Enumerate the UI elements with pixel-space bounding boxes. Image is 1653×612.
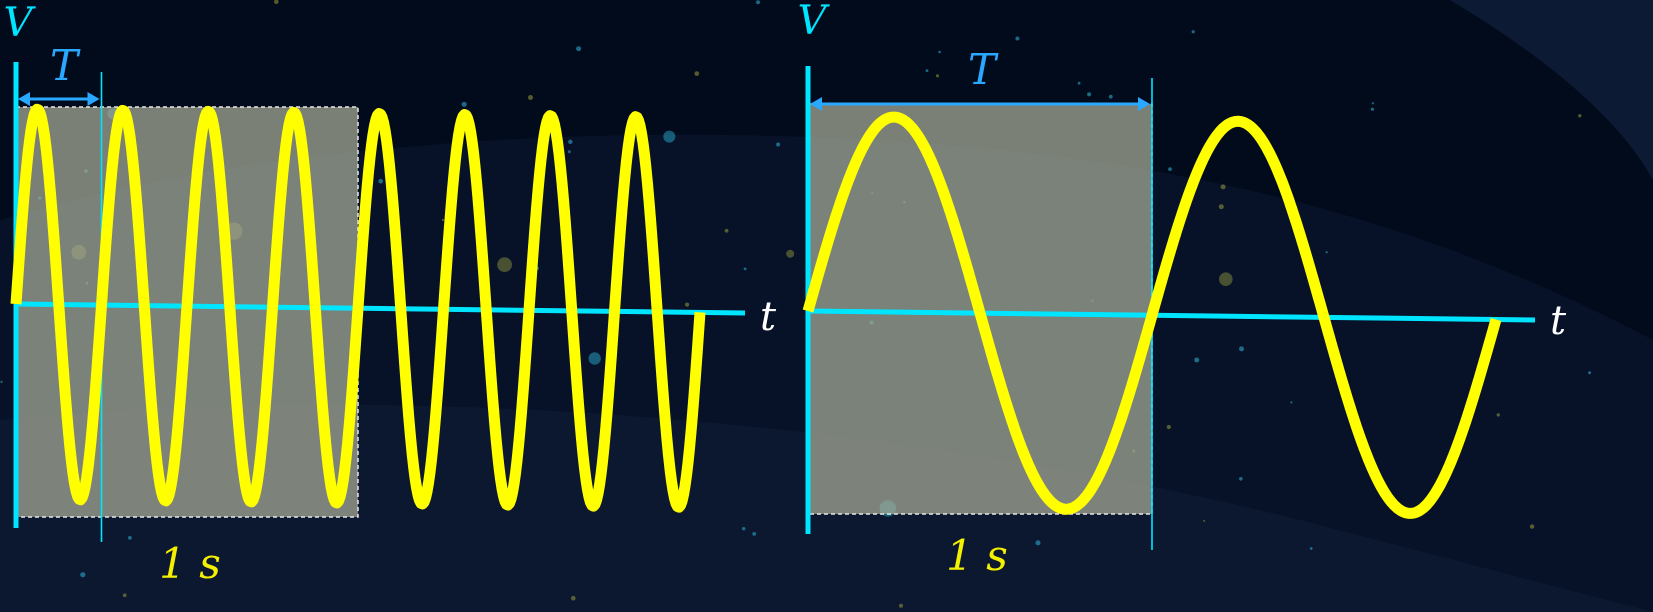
star <box>1108 94 1113 99</box>
star <box>497 257 512 273</box>
star <box>752 532 757 536</box>
star <box>1588 371 1592 375</box>
star <box>1290 401 1293 404</box>
star <box>1578 114 1582 118</box>
star <box>588 352 601 365</box>
star <box>1496 413 1501 417</box>
star <box>694 71 700 76</box>
star <box>1220 184 1226 190</box>
star <box>1015 36 1020 41</box>
star <box>441 218 444 222</box>
star <box>743 267 747 271</box>
star <box>1218 204 1224 210</box>
star <box>1371 102 1374 105</box>
star <box>938 50 941 54</box>
one-second-label: 1 s <box>159 539 221 588</box>
star <box>1239 346 1244 352</box>
star <box>571 595 576 601</box>
t-axis <box>15 301 746 316</box>
star <box>663 130 676 143</box>
star <box>122 593 127 598</box>
star <box>1194 357 1200 363</box>
v-axis-label: V <box>4 0 37 46</box>
star <box>776 142 781 147</box>
star <box>0 380 3 383</box>
star <box>685 302 690 307</box>
v-axis-label: V <box>798 0 831 44</box>
sine-wave <box>10 103 706 513</box>
arrowhead-left <box>18 92 30 106</box>
star <box>1309 547 1313 550</box>
star <box>786 249 795 258</box>
sine-wave <box>802 111 1502 519</box>
one-second-label: 1 s <box>946 531 1008 580</box>
star <box>1219 272 1233 287</box>
star <box>935 74 940 78</box>
arrowhead-left <box>810 97 822 111</box>
star <box>1370 107 1374 111</box>
t-axis-label: t <box>1550 298 1567 344</box>
t-axis-label: t <box>760 294 777 340</box>
star <box>756 0 760 5</box>
star <box>1077 81 1081 85</box>
star <box>80 572 86 578</box>
star <box>568 150 571 154</box>
arrowhead-right <box>87 92 100 106</box>
star <box>274 0 279 5</box>
star <box>742 527 746 531</box>
background-swoosh <box>1450 0 1653 180</box>
star <box>724 228 729 233</box>
star <box>1166 424 1171 430</box>
t-axis <box>807 308 1536 323</box>
star <box>568 139 573 144</box>
star <box>576 46 582 52</box>
panel-low-frequency: V t T 1 s <box>798 0 1567 580</box>
star <box>127 536 132 540</box>
star <box>925 69 929 73</box>
period-label: T <box>50 41 81 90</box>
star <box>1239 477 1243 481</box>
star <box>1191 30 1195 34</box>
star <box>461 101 467 107</box>
star <box>1168 167 1172 172</box>
star <box>1325 251 1328 254</box>
arrowhead-right <box>1138 97 1150 111</box>
star <box>528 95 533 100</box>
star <box>1035 540 1041 546</box>
period-label: T <box>968 45 999 94</box>
star <box>1203 519 1206 522</box>
star <box>1529 524 1535 529</box>
star <box>378 178 384 184</box>
star <box>1087 92 1092 97</box>
panel-high-frequency: V t T 1 s <box>4 0 777 588</box>
star <box>899 603 903 608</box>
